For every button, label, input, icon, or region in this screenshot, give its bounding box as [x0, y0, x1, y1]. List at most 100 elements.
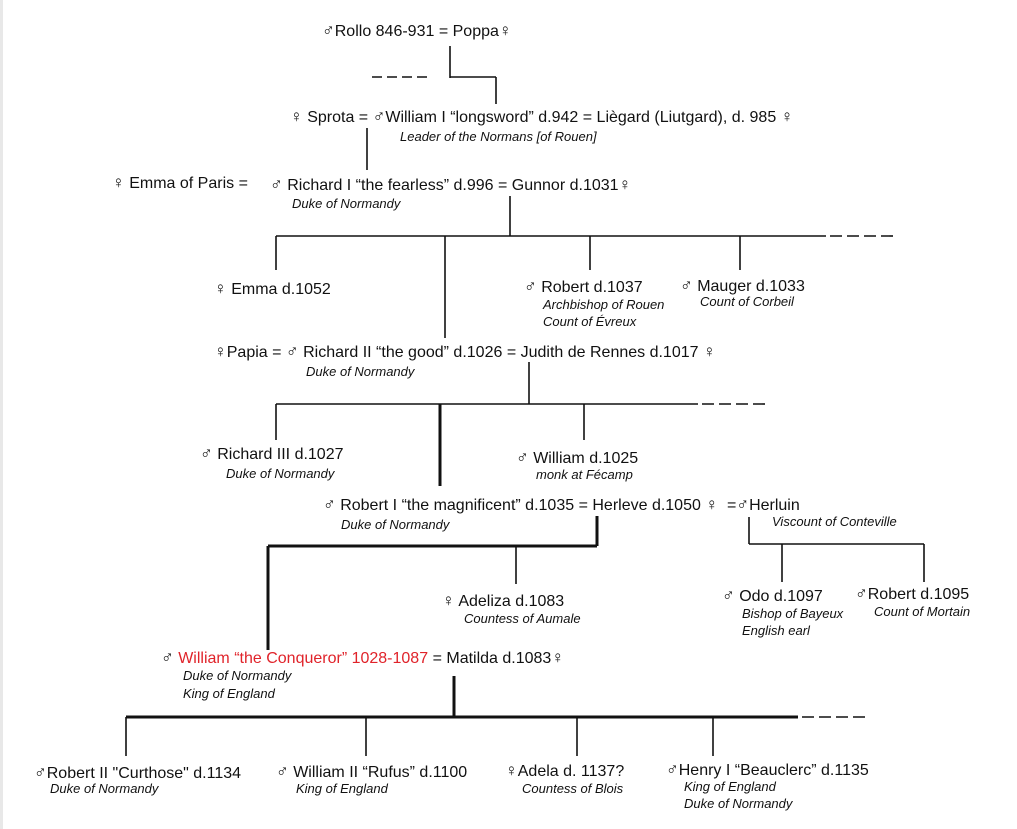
male-icon: ♂ [285, 342, 299, 361]
richard1-title: Duke of Normandy [292, 196, 401, 211]
marriage-sign: = [726, 497, 737, 514]
liegard-name: Liègard (Liutgard), d. 985 [596, 109, 777, 126]
left-edge-line [0, 0, 3, 829]
male-icon: ♂ [680, 276, 693, 295]
female-icon: ♀ [551, 648, 565, 667]
person-william-longsword: ♀ Sprota = ♂William I “longsword” d.942 … [290, 107, 793, 127]
person-rollo: ♂Rollo 846-931 = Poppa♀ [322, 21, 512, 41]
male-icon: ♂ [516, 448, 529, 467]
odo-title-2: English earl [742, 623, 810, 638]
robert-name: Robert d.1037 [541, 279, 643, 296]
male-icon: ♂ [736, 495, 750, 514]
herleve-name: Herleve d.1050 [592, 497, 701, 514]
robert1-title: Duke of Normandy [341, 517, 450, 532]
person-emma-of-paris: ♀ Emma of Paris = [112, 173, 248, 193]
female-icon: ♀ [290, 107, 303, 126]
henry1-title-2: Duke of Normandy [684, 796, 793, 811]
male-icon: ♂ [270, 175, 283, 194]
marriage-sign: = [438, 23, 449, 40]
person-william2: ♂ William II “Rufus” d.1100 [276, 762, 467, 782]
male-icon: ♂ [666, 760, 679, 779]
emma-of-paris-name: Emma of Paris [129, 175, 235, 192]
male-icon: ♂ [161, 648, 174, 667]
marriage-sign: = [238, 175, 248, 192]
person-odo: ♂ Odo d.1097 [722, 586, 823, 606]
person-robert-mortain: ♂Robert d.1095 [855, 584, 969, 604]
female-icon: ♀ [442, 591, 455, 610]
conqueror-title-1: Duke of Normandy [183, 668, 292, 683]
william-conqueror-name: William “the Conqueror” 1028-1087 [178, 650, 429, 667]
female-icon: ♀ [214, 342, 227, 361]
odo-name: Odo d.1097 [739, 588, 823, 605]
robert-mortain-name: Robert d.1095 [867, 586, 970, 603]
marriage-sign: = [582, 109, 593, 126]
william-longsword-name: William I “longsword” d.942 [385, 109, 579, 126]
person-richard3: ♂ Richard III d.1027 [200, 444, 344, 464]
male-icon: ♂ [722, 586, 735, 605]
person-richard1: ♂ Richard I “the fearless” d.996 = Gunno… [270, 175, 631, 195]
female-icon: ♀ [498, 21, 512, 40]
henry1-name: Henry I “Beauclerc” d.1135 [678, 762, 869, 779]
male-icon: ♂ [34, 763, 47, 782]
male-icon: ♂ [323, 495, 336, 514]
marriage-sign: = [497, 177, 508, 194]
poppa-name: Poppa [452, 23, 499, 40]
robert-title-2: Count of Évreux [543, 314, 637, 329]
person-robert-archbishop: ♂ Robert d.1037 [524, 277, 643, 297]
robert2-name: Robert II "Curthose" d.1134 [46, 765, 242, 782]
sprota-name: Sprota [307, 109, 355, 126]
emma-name: Emma d.1052 [231, 281, 331, 298]
papia-name: Papia [226, 344, 268, 361]
william-longsword-title: Leader of the Normans [of Rouen] [400, 129, 597, 144]
william2-name: William II “Rufus” d.1100 [293, 764, 468, 781]
judith-name: Judith de Rennes d.1017 [520, 344, 699, 361]
robert-mortain-title: Count of Mortain [874, 604, 971, 619]
william-monk-title: monk at Fécamp [536, 467, 633, 482]
male-icon: ♂ [855, 584, 868, 603]
henry1-title-1: King of England [684, 779, 776, 794]
marriage-sign: = [578, 497, 588, 514]
matilda-name: Matilda d.1083 [446, 650, 552, 667]
female-icon: ♀ [702, 342, 716, 361]
robert2-title: Duke of Normandy [50, 781, 159, 796]
mauger-title: Count of Corbeil [700, 294, 794, 309]
marriage-sign: = [506, 344, 517, 361]
person-richard2: ♀Papia = ♂ Richard II “the good” d.1026 … [214, 342, 716, 362]
richard1-name: Richard I “the fearless” d.996 [287, 177, 494, 194]
person-mauger: ♂ Mauger d.1033 [680, 276, 805, 296]
richard3-name: Richard III d.1027 [217, 446, 344, 463]
person-robert1: ♂ Robert I “the magnificent” d.1035 = He… [323, 495, 800, 515]
marriage-sign: = [432, 650, 442, 667]
person-adela: ♀Adela d. 1137? [505, 761, 624, 781]
mauger-name: Mauger d.1033 [697, 278, 805, 295]
person-william-conqueror: ♂ William “the Conqueror” 1028-1087 = Ma… [161, 648, 564, 668]
female-icon: ♀ [780, 107, 794, 126]
herluin-name: Herluin [749, 497, 800, 514]
female-icon: ♀ [618, 175, 632, 194]
female-icon: ♀ [214, 279, 227, 298]
person-adeliza: ♀ Adeliza d.1083 [442, 591, 564, 611]
male-icon: ♂ [372, 107, 386, 126]
marriage-sign: = [358, 109, 369, 126]
person-henry1: ♂Henry I “Beauclerc” d.1135 [666, 760, 869, 780]
william-monk-name: William d.1025 [533, 450, 639, 467]
richard2-title: Duke of Normandy [306, 364, 415, 379]
person-emma: ♀ Emma d.1052 [214, 279, 331, 299]
female-icon: ♀ [705, 495, 719, 514]
gunnor-name: Gunnor d.1031 [511, 177, 619, 194]
richard3-title: Duke of Normandy [226, 466, 335, 481]
robert1-name: Robert I “the magnificent” d.1035 [340, 497, 575, 514]
adeliza-name: Adeliza d.1083 [458, 593, 565, 610]
female-icon: ♀ [112, 173, 125, 192]
rollo-name: Rollo 846-931 [334, 23, 435, 40]
female-icon: ♀ [505, 761, 518, 780]
male-icon: ♂ [200, 444, 213, 463]
person-robert2: ♂Robert II "Curthose" d.1134 [34, 763, 241, 783]
marriage-sign: = [272, 344, 282, 361]
adeliza-title: Countess of Aumale [464, 611, 581, 626]
william2-title: King of England [296, 781, 388, 796]
male-icon: ♂ [322, 21, 335, 40]
adela-title: Countess of Blois [522, 781, 624, 796]
richard2-name: Richard II “the good” d.1026 [303, 344, 503, 361]
